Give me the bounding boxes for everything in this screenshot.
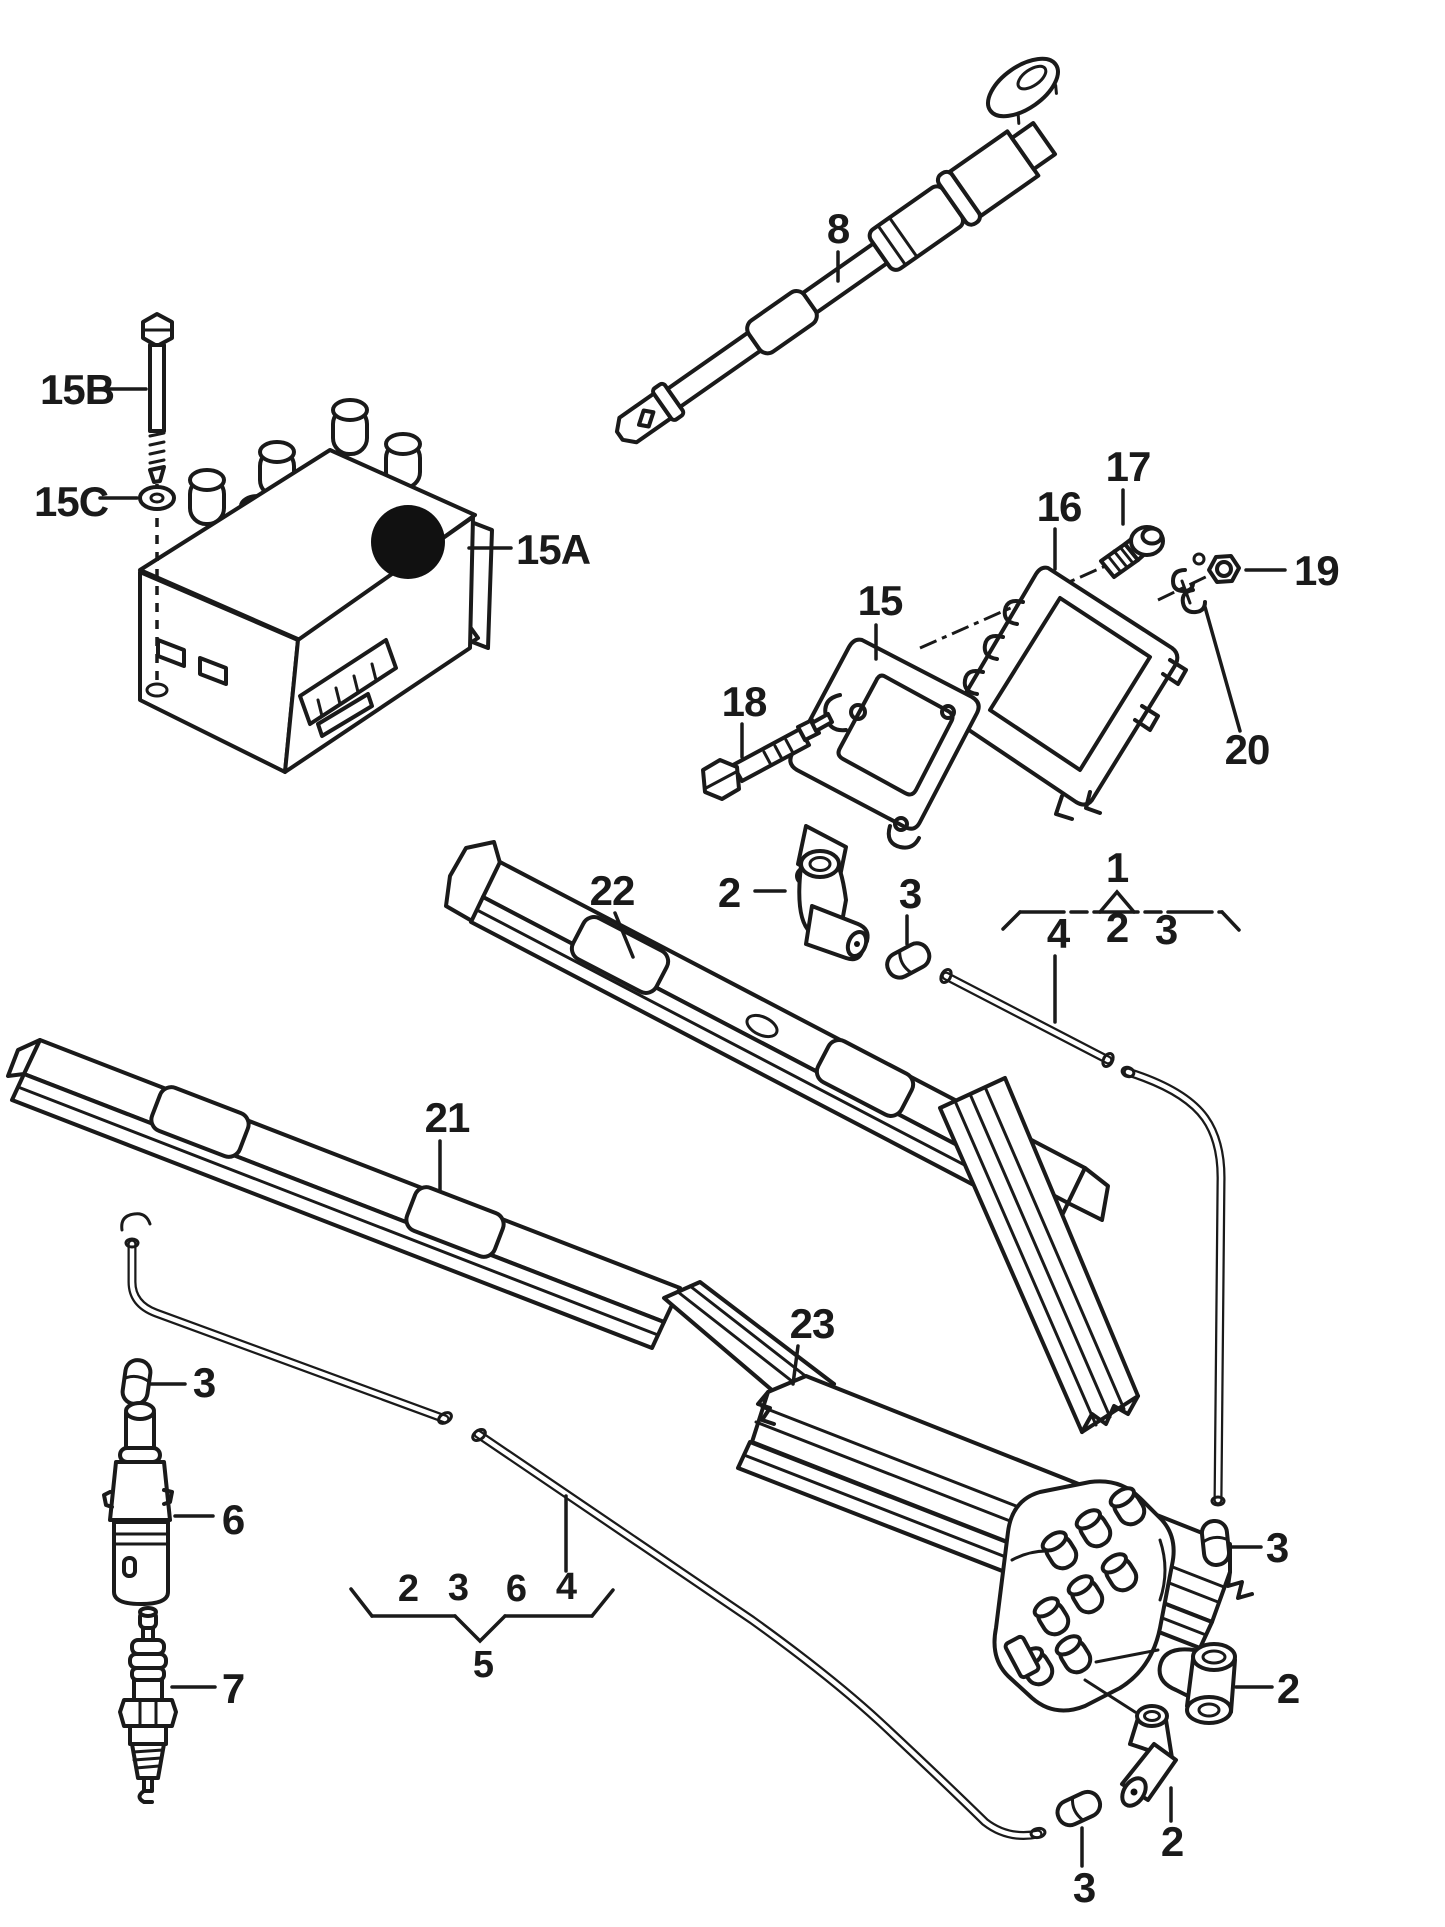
label-17: 17 — [1106, 443, 1151, 490]
label-7: 7 — [222, 1665, 244, 1712]
washer-15C — [138, 485, 176, 511]
label-15: 15 — [858, 577, 903, 624]
label-22: 22 — [590, 867, 635, 914]
leader-lines — [438, 250, 1242, 1868]
label-3-left: 3 — [193, 1359, 215, 1406]
clip-3-bottom — [1055, 1789, 1103, 1828]
label-4-set5: 4 — [556, 1566, 577, 1608]
clip-3-left — [120, 1358, 153, 1407]
left-cover-rail-21 — [6, 1038, 836, 1416]
label-3-set5: 3 — [448, 1567, 468, 1609]
clip-3-coil — [885, 941, 932, 980]
label-21: 21 — [425, 1094, 470, 1141]
clip-3-right-cable — [1199, 1518, 1232, 1567]
label-18: 18 — [722, 678, 767, 725]
label-15A: 15A — [516, 526, 591, 573]
lower-engine-cover-23 — [736, 1374, 1254, 1650]
cable-5-long — [471, 1428, 1047, 1840]
label-2-set1: 2 — [1106, 904, 1128, 951]
label-2-right: 2 — [1277, 1665, 1299, 1712]
elbow-connector-2-right — [1157, 1642, 1237, 1725]
label-23: 23 — [790, 1300, 835, 1347]
label-19: 19 — [1294, 547, 1339, 594]
pencil-coil-8 — [614, 56, 1060, 445]
part-labels: 8 15B 15C 15A 15 18 16 17 19 20 2 3 1 4 … — [34, 205, 1340, 1911]
label-16: 16 — [1037, 483, 1082, 530]
upper-engine-cover-22 — [444, 840, 1140, 1434]
elbow-connector-2-lower — [1120, 1704, 1178, 1808]
coil-pack-15A — [138, 312, 494, 774]
label-8: 8 — [827, 205, 850, 252]
cable-distributor — [992, 1479, 1176, 1714]
label-2-coil: 2 — [718, 869, 740, 916]
label-2-set5: 2 — [398, 1568, 418, 1610]
bolt-17 — [1099, 525, 1165, 579]
cable-4-short — [939, 967, 1115, 1069]
label-3-bottom: 3 — [1073, 1864, 1095, 1911]
bracket-set-1 — [1001, 889, 1241, 932]
label-2-lower: 2 — [1161, 1818, 1183, 1865]
spark-plug-7 — [118, 1606, 178, 1804]
bolt-18 — [701, 712, 834, 801]
label-4-set1: 4 — [1047, 910, 1071, 957]
cable-long-right — [1120, 1065, 1226, 1507]
label-6: 6 — [222, 1496, 244, 1543]
spark-plug-connector-6 — [102, 1401, 174, 1606]
bolt-15B — [141, 312, 174, 484]
label-15C: 15C — [34, 478, 109, 525]
label-3-set1: 3 — [1155, 906, 1177, 953]
clip-20 — [1171, 568, 1207, 615]
label-1: 1 — [1106, 844, 1129, 891]
dash-leaders — [98, 387, 1287, 1689]
label-20: 20 — [1225, 726, 1270, 773]
elbow-connector-2-coil — [797, 849, 870, 962]
label-3-right: 3 — [1266, 1524, 1288, 1571]
label-5: 5 — [473, 1644, 494, 1686]
bracket-set-5 — [349, 1587, 615, 1644]
nut-19 — [1192, 552, 1241, 584]
label-3-coil: 3 — [899, 870, 921, 917]
power-output-stage-16 — [953, 565, 1188, 821]
cable-left-bent — [120, 1212, 453, 1425]
label-15B: 15B — [40, 366, 114, 413]
label-6-set5: 6 — [506, 1568, 526, 1610]
